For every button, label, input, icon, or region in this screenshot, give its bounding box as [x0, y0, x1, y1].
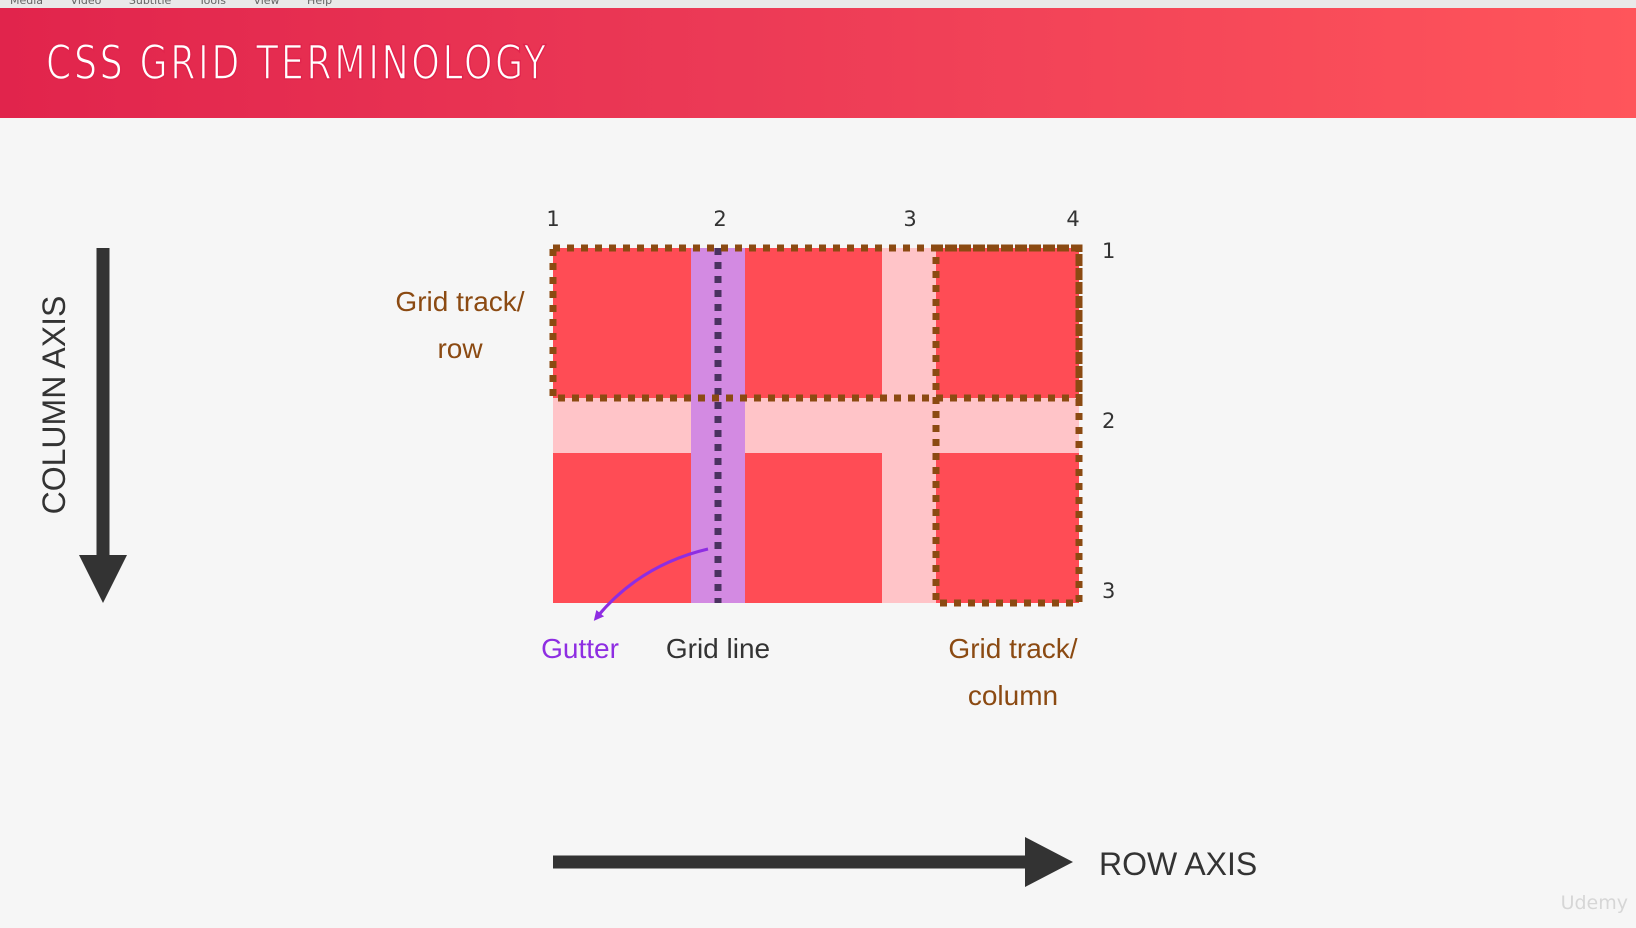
grid-track-column-outline: [932, 244, 1083, 607]
slide-header: CSS GRID TERMINOLOGY: [0, 8, 1636, 118]
label-gutter: Gutter: [541, 633, 619, 664]
label-grid-track-row-line2: row: [437, 333, 483, 364]
label-grid-track-column-line2: column: [968, 680, 1058, 711]
column-axis-arrowhead: [79, 555, 127, 603]
column-axis-label: COLUMN AXIS: [36, 296, 72, 515]
column-line-number-1: 1: [546, 207, 559, 231]
grid-cell-2-3: [936, 453, 1079, 603]
row-line-number-3: 3: [1102, 579, 1115, 603]
grid-cell-1-1: [553, 248, 691, 398]
label-grid-track-row-line1: Grid track/: [395, 286, 524, 317]
column-line-number-2: 2: [713, 207, 726, 231]
column-line-number-4: 4: [1066, 207, 1079, 231]
grid-track-row-outline: [549, 244, 1083, 402]
row-line-number-2: 2: [1102, 409, 1115, 433]
app-menubar: Media Video Subtitle Tools View Help: [0, 0, 1636, 8]
label-grid-track-column-line1: Grid track/: [948, 633, 1077, 664]
grid-cell-2-2: [745, 453, 882, 603]
grid-cell-2-1: [553, 453, 691, 603]
row-axis-label: ROW AXIS: [1099, 846, 1257, 882]
column-line-number-3: 3: [903, 207, 916, 231]
grid-cell-1-3: [936, 248, 1079, 398]
udemy-watermark: Udemy: [1560, 892, 1628, 914]
slide-title: CSS GRID TERMINOLOGY: [45, 36, 549, 91]
row-axis-arrowhead: [1025, 837, 1073, 887]
grid-cell-1-2: [745, 248, 882, 398]
gutter-pointer-arrow: [593, 547, 709, 621]
label-grid-line: Grid line: [666, 633, 770, 664]
row-line-number-1: 1: [1102, 239, 1115, 263]
